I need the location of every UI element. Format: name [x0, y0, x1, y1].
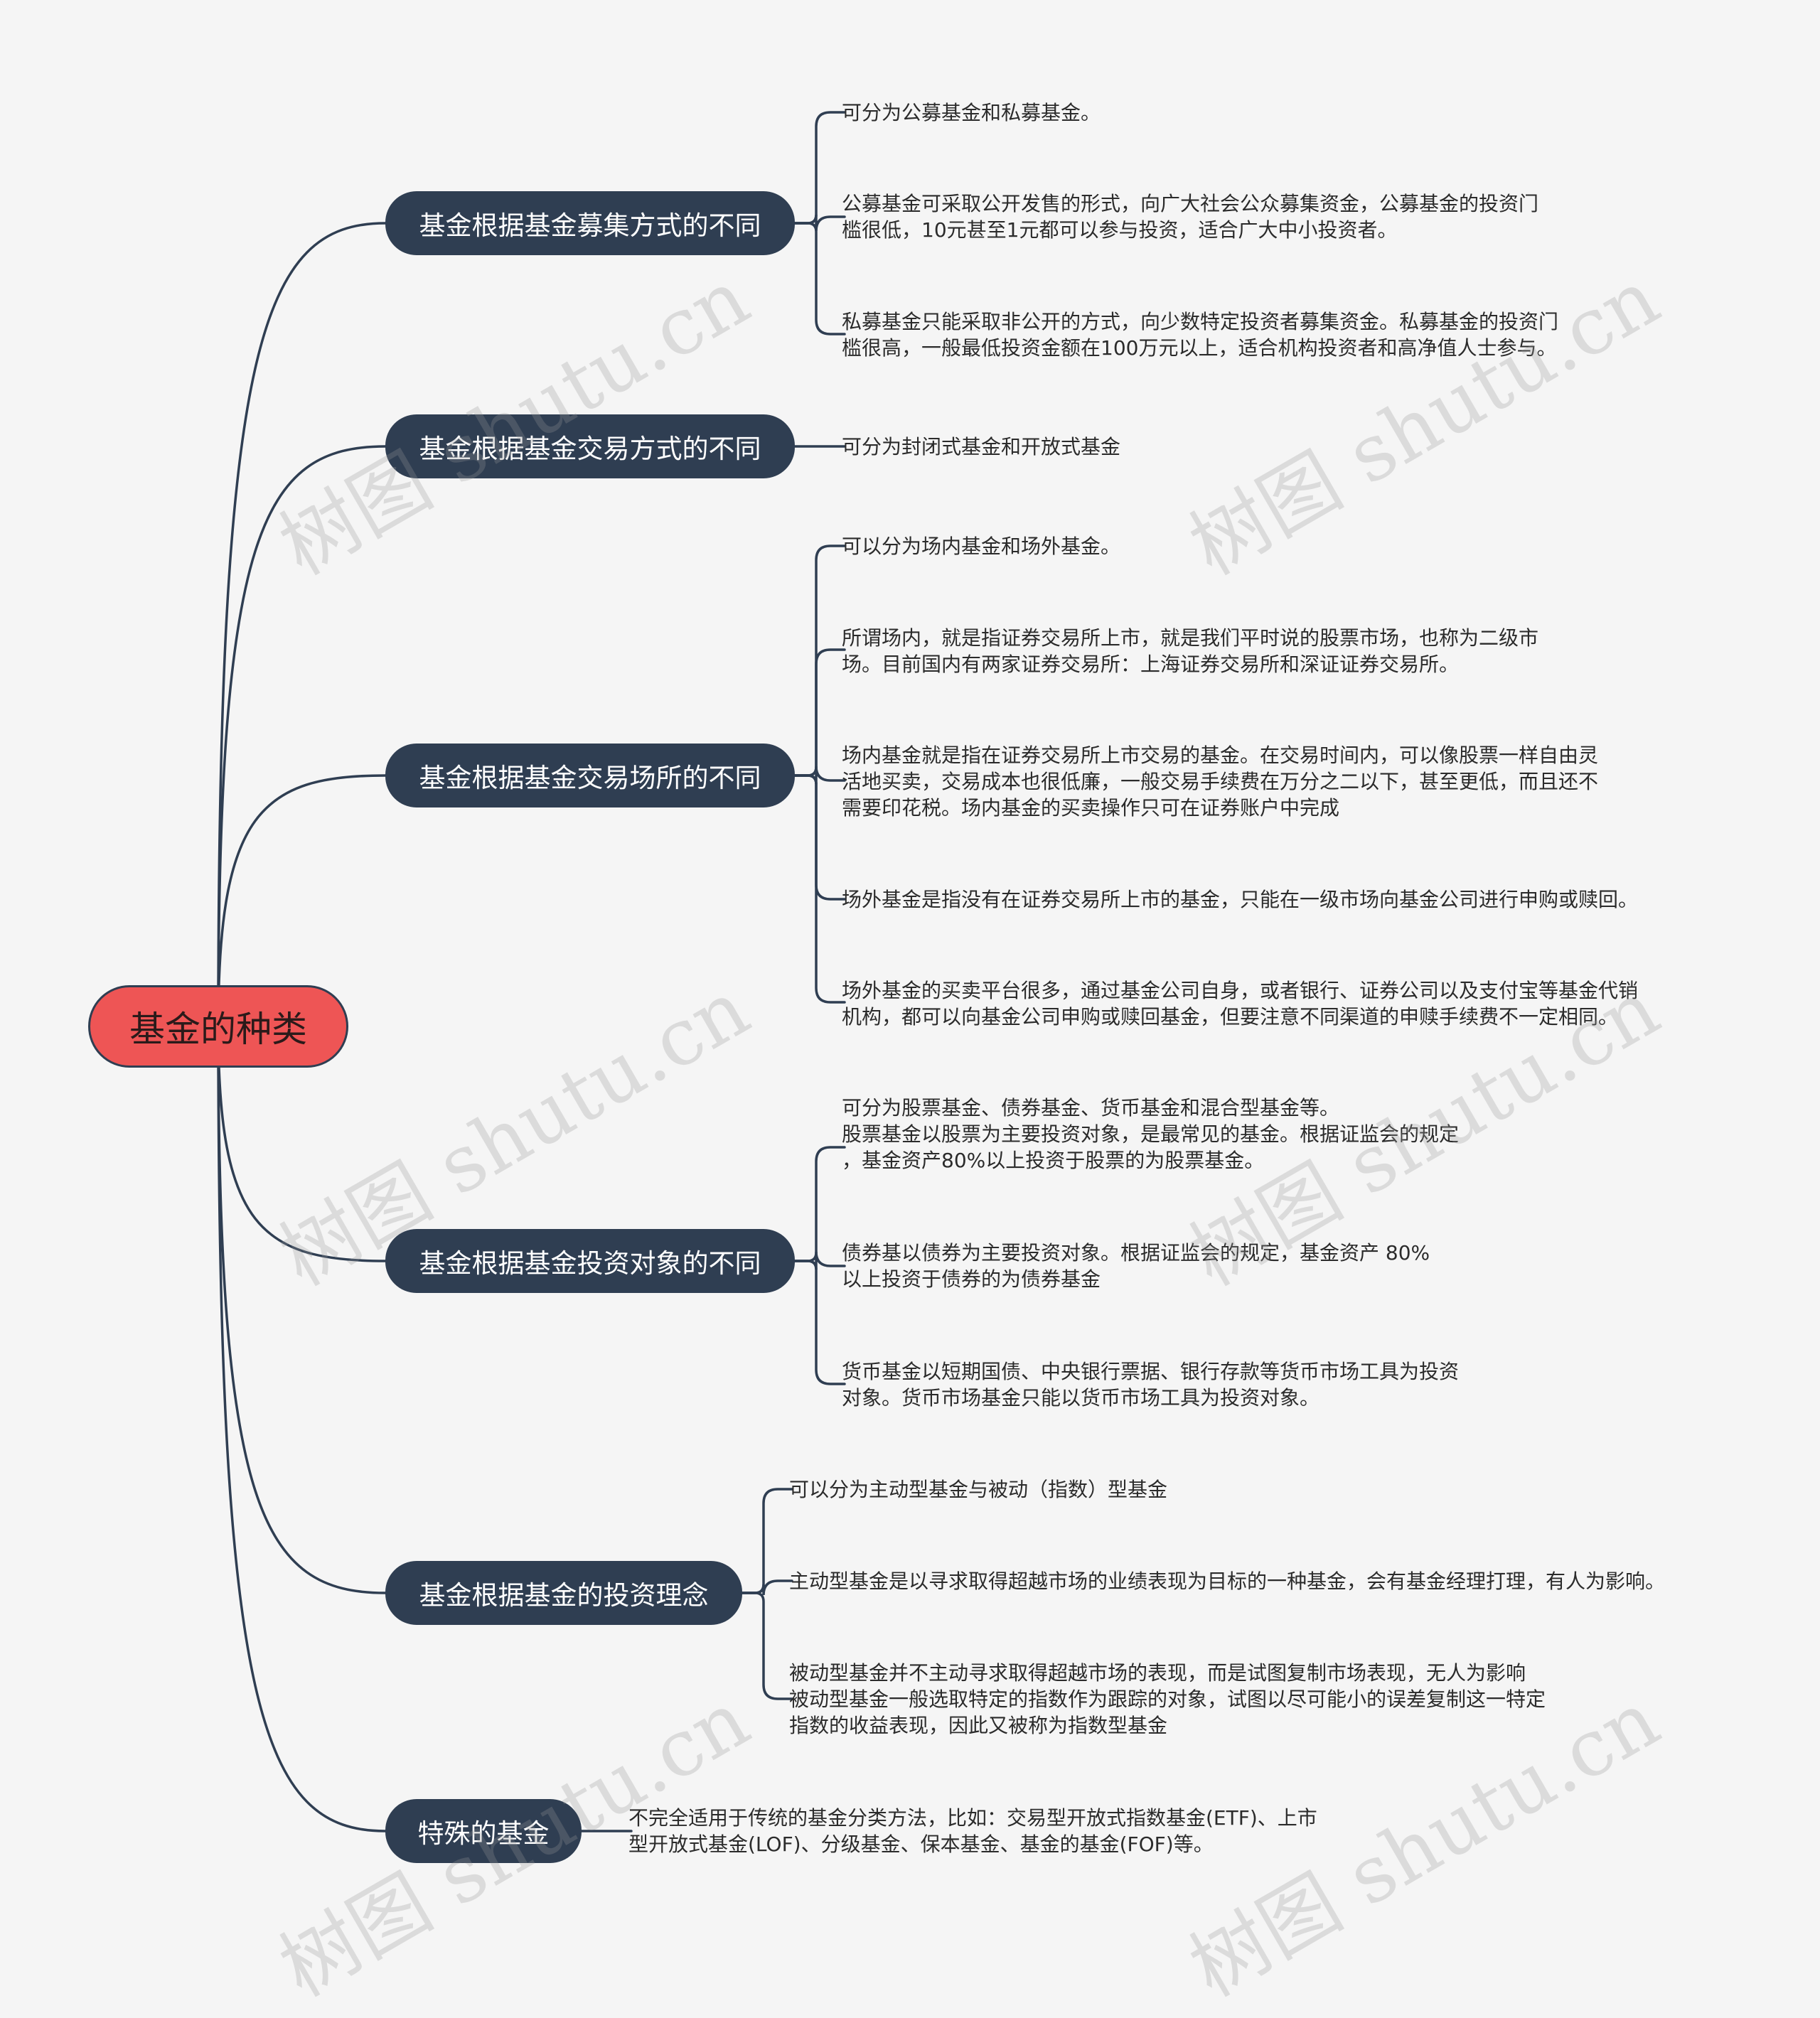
mindmap-connectors — [217, 111, 846, 1832]
leaf-onsite-definition: 所谓场内，就是指证券交易所上市，就是我们平时说的股票市场，也称为二级市 场。目前… — [842, 626, 1539, 676]
connector-branch-to-leaf — [793, 774, 846, 901]
leaf-active-fund: 主动型基金是以寻求取得超越市场的业绩表现为目标的一种基金，会有基金经理打理，有人… — [789, 1569, 1666, 1593]
leaf-money-fund: 货币基金以短期国债、中央银行票据、银行存款等货币市场工具为投资 对象。货币市场基… — [842, 1360, 1460, 1410]
leaf-onsite-fund: 场内基金就是指在证券交易所上市交易的基金。在交易时间内，可以像股票一样自由灵 活… — [842, 744, 1599, 820]
connector-branch-to-leaf — [793, 648, 846, 777]
leaf-public-fund: 公募基金可采取公开发售的形式，向广大社会公众募集资金，公募基金的投资门 槛很低，… — [842, 192, 1539, 242]
leaf-private-fund: 私募基金只能采取非公开的方式，向少数特定投资者募集资金。私募基金的投资门 槛很高… — [842, 310, 1559, 360]
connector-branch-to-leaf — [793, 1260, 846, 1385]
branch-trading-venue[interactable]: 基金根据基金交易场所的不同 — [385, 744, 795, 807]
connector-branch-to-leaf — [793, 222, 846, 336]
leaf-active-passive: 可以分为主动型基金与被动（指数）型基金 — [789, 1478, 1168, 1501]
connector-branch-to-leaf — [793, 111, 846, 225]
connector-root-to-branch — [217, 1025, 387, 1594]
leaf-stock-fund: 可分为股票基金、债券基金、货币基金和混合型基金等。 股票基金以股票为主要投资对象… — [842, 1096, 1460, 1172]
leaf-public-private: 可分为公募基金和私募基金。 — [842, 101, 1101, 124]
root-node[interactable]: 基金的种类 — [88, 985, 348, 1068]
connector-branch-to-leaf — [741, 1488, 793, 1594]
connector-branch-to-leaf — [793, 544, 846, 777]
leaf-offsite-fund: 场外基金是指没有在证券交易所上市的基金，只能在一级市场向基金公司进行申购或赎回。 — [842, 888, 1639, 911]
connector-root-to-branch — [217, 222, 387, 1028]
connector-root-to-branch — [217, 1025, 387, 1832]
leaf-closed-open: 可分为封闭式基金和开放式基金 — [842, 435, 1121, 458]
branch-fundraising-method[interactable]: 基金根据基金募集方式的不同 — [385, 191, 795, 255]
branch-investment-philosophy[interactable]: 基金根据基金的投资理念 — [385, 1561, 742, 1625]
connector-branch-to-leaf — [741, 1592, 793, 1700]
branch-investment-object[interactable]: 基金根据基金投资对象的不同 — [385, 1229, 795, 1293]
leaf-offsite-platforms: 场外基金的买卖平台很多，通过基金公司自身，或者银行、证券公司以及支付宝等基金代销… — [842, 979, 1639, 1029]
connector-branch-to-leaf — [793, 774, 846, 1004]
leaf-passive-fund: 被动型基金并不主动寻求取得超越市场的表现，而是试图复制市场表现，无人为影响 被动… — [789, 1661, 1546, 1737]
connector-root-to-branch — [217, 1025, 387, 1262]
connector-branch-to-leaf — [793, 1146, 846, 1262]
leaf-onsite-offsite: 可以分为场内基金和场外基金。 — [842, 535, 1121, 558]
connector-root-to-branch — [217, 445, 387, 1028]
leaf-bond-fund: 债券基以债券为主要投资对象。根据证监会的规定，基金资产 80% 以上投资于债券的… — [842, 1241, 1430, 1291]
connector-root-to-branch — [217, 774, 387, 1028]
leaf-special-funds: 不完全适用于传统的基金分类方法，比如：交易型开放式指数基金(ETF)、上市 型开… — [628, 1806, 1317, 1856]
branch-trading-method[interactable]: 基金根据基金交易方式的不同 — [385, 414, 795, 478]
branch-special-funds[interactable]: 特殊的基金 — [385, 1799, 582, 1863]
